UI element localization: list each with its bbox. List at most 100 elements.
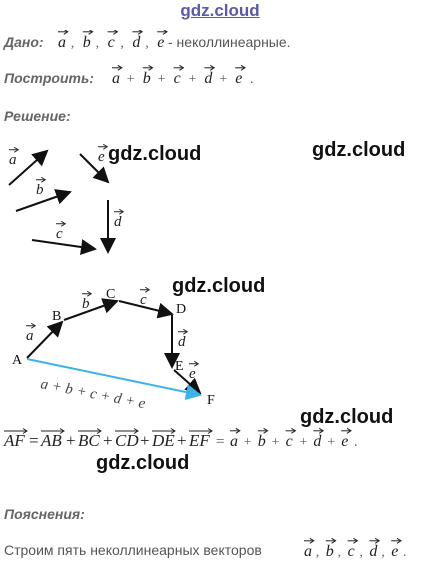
build-plus: + bbox=[219, 72, 227, 87]
build-plus: + bbox=[188, 72, 196, 87]
eq-rhs-a-arrowhead bbox=[235, 427, 241, 434]
polygon-vector-a-arrowhead bbox=[30, 322, 37, 329]
vector-e-label-arrowhead bbox=[102, 143, 109, 150]
given-comma: , bbox=[96, 36, 100, 51]
eq-term-CD: CD bbox=[115, 431, 139, 450]
eq-rhs-b-arrowhead bbox=[263, 427, 269, 434]
eq-term-EF-arrowhead bbox=[207, 428, 213, 434]
sum-label: a + b + c + d + e bbox=[39, 376, 147, 412]
build-vector-e: e bbox=[235, 70, 242, 87]
vector-a-arrow bbox=[8, 149, 49, 186]
eq-rhs-e-arrowhead bbox=[346, 427, 352, 434]
given-comma: , bbox=[145, 36, 149, 51]
vector-b-arrow bbox=[15, 189, 72, 212]
watermark-3: gdz.cloud bbox=[172, 275, 266, 297]
eq-term-AB: AB bbox=[40, 431, 62, 450]
point-F: F bbox=[207, 393, 215, 408]
given-line: Дано: a,b,c,d,e - неколлинеарные. bbox=[4, 30, 434, 52]
eq-equals: = bbox=[29, 431, 39, 450]
point-B: B bbox=[52, 309, 61, 324]
expl-comma: , bbox=[338, 545, 342, 560]
expl-vector-c: c bbox=[348, 543, 355, 560]
eq-rhs-plus: + bbox=[272, 435, 280, 450]
given-vector-e: e bbox=[157, 34, 164, 51]
eq-rhs-plus: + bbox=[244, 435, 252, 450]
eq-lhs: AF bbox=[3, 431, 25, 450]
explanation-text: Строим пять неколлинеарных векторов bbox=[4, 542, 262, 558]
vector-b-label: b bbox=[36, 182, 44, 198]
eq-term-BC: BC bbox=[78, 431, 100, 450]
polygon-vector-e: e bbox=[189, 366, 196, 382]
segment-af bbox=[26, 358, 202, 400]
site-link[interactable]: gdz.cloud bbox=[180, 1, 260, 20]
given-vector-a: a bbox=[58, 34, 66, 51]
eq-rhs-b: b bbox=[258, 433, 266, 450]
polygon-vector-b: b bbox=[82, 296, 90, 312]
eq-plus: + bbox=[177, 431, 187, 450]
given-vector-b-arrowhead bbox=[88, 30, 94, 35]
expl-period: . bbox=[403, 545, 407, 560]
eq-equals-2: = bbox=[216, 434, 224, 450]
segment-ab bbox=[26, 320, 64, 359]
expl-comma: , bbox=[316, 545, 320, 560]
vector-d-label-arrowhead bbox=[118, 208, 125, 215]
build-plus: + bbox=[158, 72, 166, 87]
eq-rhs-d-arrowhead bbox=[318, 427, 325, 434]
eq-plus: + bbox=[103, 431, 113, 450]
build-vector-e-arrowhead bbox=[240, 65, 246, 71]
eq-term-AB-arrowhead bbox=[59, 428, 65, 434]
polygon-vector-b-arrowhead bbox=[86, 290, 93, 297]
eq-term-DE: DE bbox=[151, 431, 175, 450]
polygon-vector-d-arrowhead bbox=[182, 328, 189, 335]
segment-cd bbox=[118, 300, 174, 319]
build-line: Построить: a+b+c+d+e. bbox=[4, 65, 434, 89]
build-vector-b: b bbox=[143, 70, 151, 87]
given-vector-c: c bbox=[108, 34, 115, 51]
expl-vector-c-arrowhead bbox=[353, 537, 359, 544]
eq-rhs-plus: + bbox=[327, 435, 335, 450]
eq-rhs-c: c bbox=[286, 433, 293, 450]
build-vector-b-arrowhead bbox=[148, 65, 154, 71]
given-vectors: a,b,c,d,e bbox=[58, 30, 168, 51]
polygon-vector-e-arrowhead bbox=[193, 360, 200, 367]
given-comma: , bbox=[120, 36, 124, 51]
eq-lhs-arrowhead bbox=[22, 428, 28, 434]
eq-period: . bbox=[354, 435, 358, 450]
given-vector-b: b bbox=[83, 34, 91, 51]
vector-a-label-arrowhead bbox=[13, 146, 20, 153]
given-comma: , bbox=[71, 36, 75, 51]
given-text: - неколлинеарные. bbox=[168, 34, 291, 50]
vector-d-label: d bbox=[114, 214, 122, 230]
given-vector-a-arrowhead bbox=[63, 30, 69, 35]
eq-rhs-d: d bbox=[313, 433, 322, 450]
explanation-vectors: a,b,c,d,e. bbox=[304, 537, 407, 560]
expl-vector-d: d bbox=[369, 543, 378, 560]
vector-b-label-arrowhead bbox=[40, 176, 47, 183]
polygon-vector-a: a bbox=[26, 328, 34, 344]
eq-term-EF: EF bbox=[188, 431, 210, 450]
expl-comma: , bbox=[359, 545, 363, 560]
vector-e-label: e bbox=[98, 149, 105, 165]
watermark-1: gdz.cloud bbox=[108, 143, 202, 165]
eq-term-CD-arrowhead bbox=[133, 428, 139, 434]
solution-label: Решение: bbox=[4, 108, 71, 124]
explanation-line: Строим пять неколлинеарных векторов a,b,… bbox=[4, 536, 436, 562]
polygon-vector-c: c bbox=[140, 292, 147, 308]
given-label: Дано: bbox=[4, 34, 44, 50]
expl-vector-a-arrowhead bbox=[309, 537, 315, 544]
expl-vector-d-arrowhead bbox=[374, 537, 381, 544]
vector-e-arrow bbox=[79, 153, 110, 184]
eq-rhs-e: e bbox=[341, 433, 348, 450]
expl-vector-a: a bbox=[304, 543, 312, 560]
build-vector-a: a bbox=[112, 70, 120, 87]
build-vector-d: d bbox=[204, 70, 213, 87]
eq-rhs-plus: + bbox=[299, 435, 307, 450]
explanation-label: Пояснения: bbox=[4, 506, 85, 522]
expl-vector-b-arrowhead bbox=[331, 537, 337, 544]
point-A: A bbox=[12, 353, 23, 368]
point-D: D bbox=[176, 302, 186, 317]
expl-comma: , bbox=[381, 545, 385, 560]
segment-bc bbox=[63, 298, 119, 321]
vector-c-label: c bbox=[56, 226, 63, 242]
